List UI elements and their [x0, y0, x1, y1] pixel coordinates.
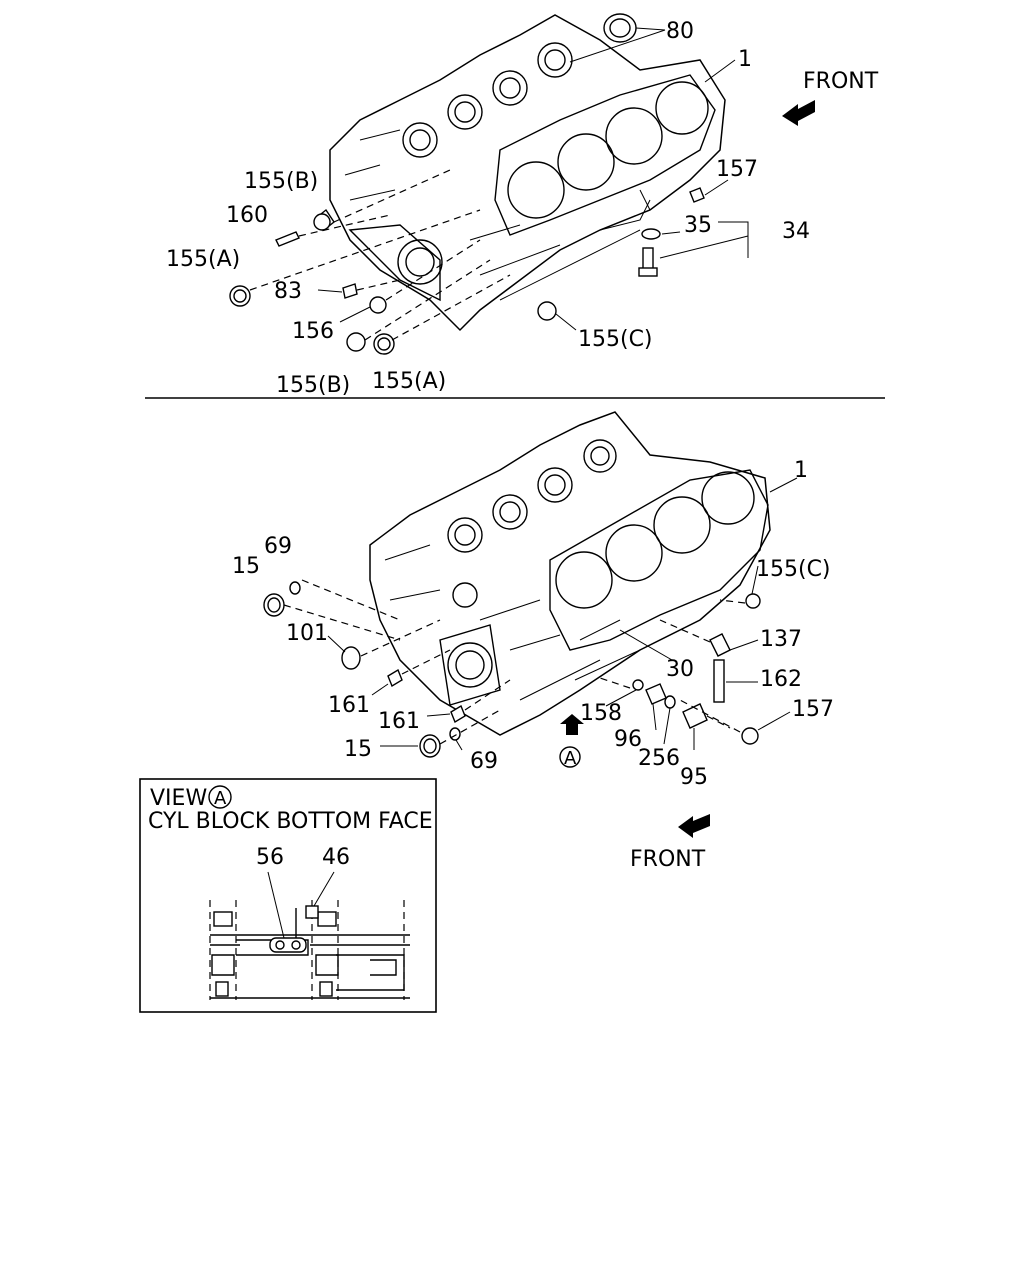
- callout-101: 101: [286, 621, 328, 646]
- callout-161-mid: 161: [378, 709, 420, 734]
- bottom-labels: 1 15 69 155(C) 101 137 30 162 161 161 15…: [232, 458, 834, 872]
- callout-1-bottom: 1: [794, 458, 808, 483]
- label-front-bottom: FRONT: [630, 847, 706, 872]
- callout-155b-bottom: 155(B): [276, 373, 350, 398]
- callout-155b-top: 155(B): [244, 169, 318, 194]
- callout-256: 256: [638, 746, 680, 771]
- view-a-marker: [559, 746, 581, 768]
- callout-34: 34: [782, 219, 810, 244]
- front-arrow-top: [782, 100, 815, 126]
- inset-view-marker: A: [214, 788, 227, 809]
- callout-155a-bottom: 155(A): [372, 369, 446, 394]
- inset-view-title: VIEW: [150, 786, 207, 811]
- callout-157-bottom: 157: [792, 697, 834, 722]
- callout-35: 35: [684, 213, 712, 238]
- callout-96: 96: [614, 727, 642, 752]
- callout-156: 156: [292, 319, 334, 344]
- front-arrow-bottom: [678, 814, 710, 838]
- callout-137: 137: [760, 627, 802, 652]
- label-front-top: FRONT: [803, 69, 879, 94]
- view-a-letter: A: [564, 748, 577, 769]
- callout-155a-left: 155(A): [166, 247, 240, 272]
- bottom-leaders: [283, 477, 798, 751]
- callout-15-bottom: 15: [344, 737, 372, 762]
- callout-15-top: 15: [232, 554, 260, 579]
- top-leaders: [249, 27, 749, 341]
- callout-80: 80: [666, 19, 694, 44]
- callout-155c-top: 155(C): [578, 327, 653, 352]
- callout-30: 30: [666, 657, 694, 682]
- bottom-engine-block: [369, 411, 771, 736]
- callout-95: 95: [680, 765, 708, 790]
- callout-69-top: 69: [264, 534, 292, 559]
- callout-83: 83: [274, 279, 302, 304]
- top-labels: FRONT 80 1 157 35 34 155(B) 160 155(A) 8…: [166, 19, 879, 398]
- callout-56: 56: [256, 845, 284, 870]
- top-engine-block: [329, 14, 726, 332]
- callout-162: 162: [760, 667, 802, 692]
- callout-155c-bottom: 155(C): [756, 557, 831, 582]
- callout-1-top: 1: [738, 47, 752, 72]
- bottom-view-parts: [263, 581, 761, 838]
- view-a-arrow: [560, 714, 584, 735]
- callout-69-bottom: 69: [470, 749, 498, 774]
- top-view-parts: [229, 13, 815, 355]
- callout-157-top: 157: [716, 157, 758, 182]
- inset-subtitle: CYL BLOCK BOTTOM FACE: [148, 809, 433, 834]
- inset-view-a: VIEW A CYL BLOCK BOTTOM FACE 56 46: [139, 778, 437, 1013]
- callout-161-left: 161: [328, 693, 370, 718]
- callout-160: 160: [226, 203, 268, 228]
- callout-46: 46: [322, 845, 350, 870]
- callout-158: 158: [580, 701, 622, 726]
